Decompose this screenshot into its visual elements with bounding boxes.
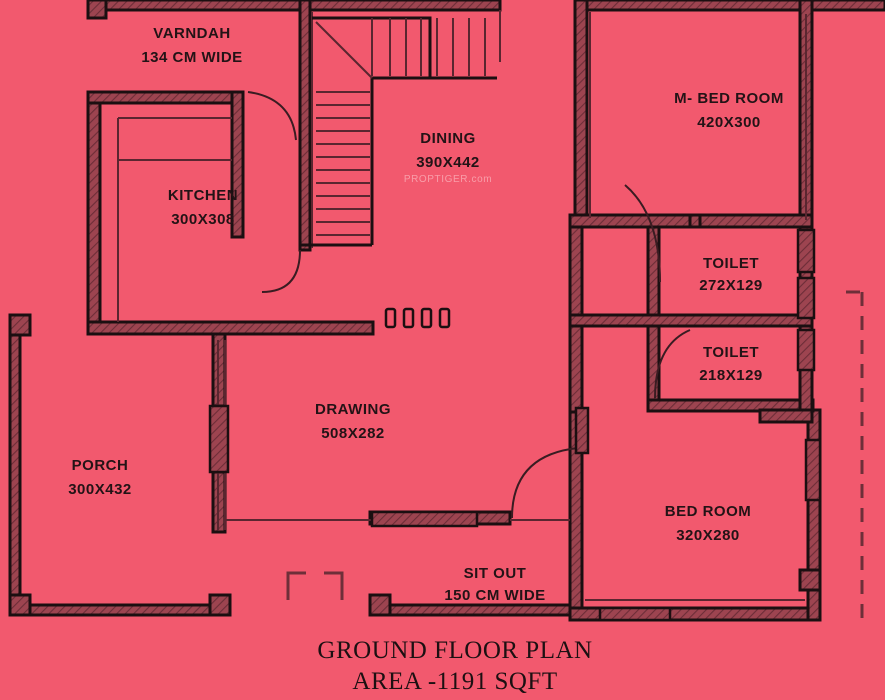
wall-toilet-divider [646,225,661,324]
room-label-sitout-name: SIT OUT [464,565,527,582]
window-mbed-east-2 [796,276,816,320]
column-bedroom-se [798,568,822,592]
door-arc-toilet2 [654,329,691,399]
door-porch-drawing [208,404,230,474]
room-label-dining-name: DINING [420,130,476,147]
room-label-bedroom-dim: 320X280 [676,527,740,544]
window-bedroom-east [804,438,822,502]
railing-post-1 [384,307,397,329]
wall-toilet2-left [646,324,661,412]
room-label-sitout-dim: 150 CM WIDE [444,587,545,604]
wall-toilet1-bottom [568,313,814,328]
column-porch-se [208,593,232,617]
railing-posts [384,307,451,329]
room-label-mbedroom-name: M- BED ROOM [674,90,784,107]
room-label-toilet1-name: TOILET [703,255,759,272]
room-label-drawing-name: DRAWING [315,401,391,418]
wall-toilet2-right-stub [758,408,814,424]
room-label-toilet2-dim: 218X129 [699,367,763,384]
railing-post-2 [402,307,415,329]
wall-mbed-top [573,0,885,12]
wall-mbed-left [573,0,589,227]
room-label-porch-name: PORCH [72,457,129,474]
room-label-mbedroom-dim: 420X300 [697,114,761,131]
door-sitout [370,510,479,528]
window-mbed-east-1 [796,228,816,274]
room-label-kitchen-dim: 300X308 [171,211,235,228]
wall-toilet1-top [568,213,692,229]
room-label-toilet2-name: TOILET [703,344,759,361]
column-porch-sw [8,593,32,617]
wall-porch-bottom [8,603,227,617]
room-label-bedroom-name: BED ROOM [665,503,752,520]
room-label-varndah-dim: 134 CM WIDE [141,49,242,66]
room-label-toilet1-dim: 272X129 [699,277,763,294]
stair-treads-lower [316,91,370,236]
room-label-kitchen-name: KITCHEN [168,187,238,204]
column-marker-right [324,571,344,600]
wall-dining-top [298,0,502,12]
wall-porch-left [8,313,22,617]
room-label-porch-dim: 300X432 [68,481,132,498]
opening-group [208,228,822,622]
wall-sitout-bottom [368,603,572,617]
door-arc-drawing-bed [511,447,579,519]
column-porch-nw [8,313,32,337]
door-arc-group [247,91,691,519]
dashed-marker-group [846,290,870,620]
door-bedroom-north [574,406,590,455]
staircase [300,16,497,247]
plan-title-line1: GROUND FLOOR PLAN [317,637,592,664]
stair-outline-upper [312,16,432,78]
column-verandah-nw [86,0,108,20]
railing-post-3 [420,307,433,329]
wall-verandah-top [86,0,310,12]
railing-post-4 [438,307,451,329]
stair-treads-upper [371,18,486,76]
stair-landing-diagonal [315,21,373,79]
column-marker-left [286,571,306,600]
door-arc-verandah [247,91,297,141]
wall-drawing-top [86,320,375,336]
room-label-varndah-name: VARNDAH [153,25,230,42]
wall-stair-left [298,0,312,252]
dashed-column-markers [286,571,344,600]
room-label-dining-dim: 390X442 [416,154,480,171]
door-arc-kitchen [261,249,301,293]
wall-kitchen-right [230,90,245,239]
wall-verandah-left [86,90,102,334]
door-arc-mbedroom [624,184,661,283]
room-label-drawing-dim: 508X282 [321,425,385,442]
wall-mbed-bottom [698,213,814,229]
watermark-proptiger: PROPTIGER.com [404,174,492,185]
wall-kitchen-top [86,90,245,105]
window-toilet2-east [796,328,816,372]
plan-title-line2: AREA -1191 SQFT [352,668,557,695]
column-sitout-sw [368,593,392,617]
window-bedroom-south [598,606,672,622]
